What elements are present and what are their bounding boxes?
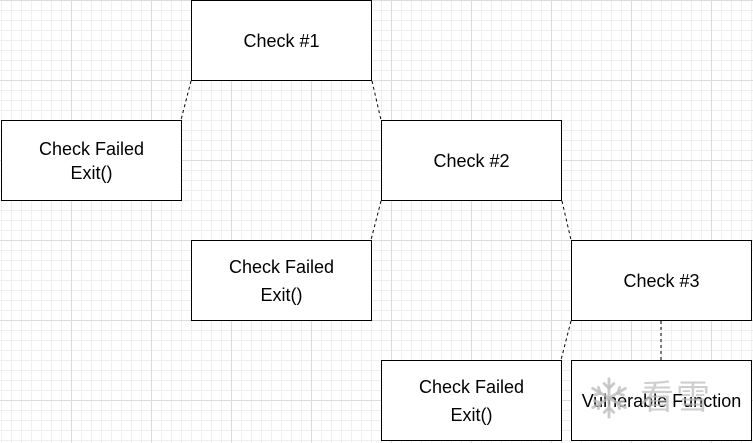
node-check-failed-3[interactable]: Check Failed Exit(): [381, 360, 562, 441]
node-check-3[interactable]: Check #3: [571, 240, 752, 321]
node-check-1-label: Check #1: [243, 30, 320, 51]
edge-check2-check3: [561, 200, 572, 241]
node-check-failed-3-line1: Check Failed: [418, 376, 525, 397]
node-check-failed-2-line2: Exit(): [260, 284, 303, 305]
node-check-failed-1[interactable]: Check Failed Exit(): [1, 120, 182, 201]
edge-check1-fail1: [180, 80, 192, 121]
node-check-1[interactable]: Check #1: [191, 0, 372, 81]
node-vulnerable-function[interactable]: Vulnerable Function: [571, 360, 752, 441]
node-check-failed-3-line2: Exit(): [450, 404, 493, 425]
node-vulnerable-function-label: Vulnerable Function: [581, 390, 742, 411]
node-check-3-label: Check #3: [623, 270, 700, 291]
node-check-failed-1-line1: Check Failed: [38, 138, 145, 159]
edge-check2-fail2: [370, 200, 382, 241]
node-check-2-label: Check #2: [433, 150, 510, 171]
node-check-failed-2-line1: Check Failed: [228, 256, 335, 277]
node-check-failed-1-line2: Exit(): [70, 162, 113, 183]
node-check-2[interactable]: Check #2: [381, 120, 562, 201]
node-check-failed-2[interactable]: Check Failed Exit(): [191, 240, 372, 321]
edge-check3-fail3: [560, 320, 572, 361]
edge-check1-check2: [371, 80, 382, 121]
